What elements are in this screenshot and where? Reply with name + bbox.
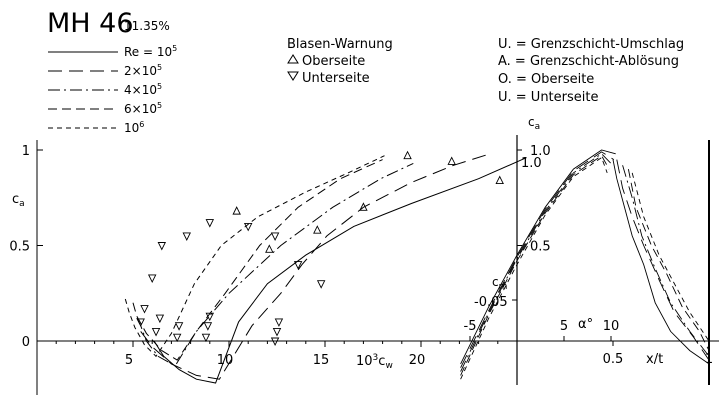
marker-up [403,150,412,160]
legend-label: 4×105 [124,82,162,97]
polar-x-tick-label: 10 [217,353,234,368]
marker-down [201,333,211,343]
marker-down [205,219,215,228]
bubble-warning-title: Blasen-Warnung [287,37,393,52]
abbreviation-line: O. = Oberseite [498,72,594,87]
legend: Re = 105 2×105 4×105 6×105 106 [48,44,177,135]
marker-down [140,305,149,314]
alpha-tick-label: -5 [464,319,477,334]
alpha-tick-label: 5 [560,319,568,334]
polar-x-tick-label: 15 [313,353,330,368]
polar-series-line [136,162,414,367]
marker-down [243,222,253,232]
marker-down [270,232,280,241]
polar-series-line [140,153,491,380]
marker-up [359,202,368,211]
transition-x-label: x/t [646,352,663,367]
transition-series-line [612,159,710,365]
marker-up [265,244,274,253]
polar-series-line [153,157,527,384]
lift-series-line [460,156,608,380]
polar-y-tick-label: 1 [22,144,30,159]
marker-down [205,312,215,322]
marker-down [203,322,213,331]
marker-down [136,318,145,327]
lift-y-tick-label: 0.5 [530,240,551,255]
legend-label: 6×105 [124,101,162,116]
legend-label: Re = 105 [124,44,177,59]
polar-x-label: 103cw [356,353,393,371]
lift-series-line [460,153,612,372]
polar-y-tick-label: 0 [22,335,30,350]
marker-down [157,242,167,251]
bubble-warning-upper-label: Oberseite [302,54,365,69]
polar-series-line [124,155,385,358]
marker-down [172,333,182,343]
polar-x-tick-label: 20 [409,353,426,368]
marker-down [270,337,280,347]
transition-series-line [631,172,710,342]
transition-series-line [627,169,710,351]
marker-up [313,225,322,234]
marker-down [316,280,326,289]
lift-series-line [460,149,616,365]
transition-x-tick-label: 0.5 [603,352,624,367]
transition-series-line [622,165,710,357]
alpha-label: α° [578,317,593,332]
marker-up [232,206,241,215]
bubble-warning: Blasen-Warnung Oberseite Unterseite [287,37,393,86]
lift-y-tick-label: 1.0 [530,144,551,159]
marker-down [272,328,282,337]
alpha-tick-label: 10 [603,319,620,334]
lift-y-label: ca [528,115,540,132]
marker-up-icon [287,54,299,64]
marker-down [293,261,303,270]
marker-down [151,328,161,337]
marker-down [147,274,157,283]
lift-series-line [460,151,615,368]
marker-down-icon [287,71,299,81]
marker-down [274,318,284,327]
abbreviation-line: U. = Unterseite [498,90,598,105]
abbreviation-line: U. = Grenzschicht-Umschlag [498,37,684,52]
chart-title: MH 46 [47,8,134,39]
marker-down [155,314,165,324]
chart-subtitle: 11.35% [124,19,170,33]
legend-label: 106 [124,120,144,135]
lift-series-line [460,155,610,376]
bubble-warning-lower-label: Unterseite [302,71,370,86]
abbreviations: U. = Grenzschicht-Umschlag A. = Grenzsch… [498,37,684,105]
abbreviation-line: A. = Grenzschicht-Ablösung [498,54,679,69]
polar-y-tick-label: 0.5 [9,240,30,255]
polar-y-label: ca [12,192,25,209]
transition-y-tick-label: 1.0 [521,156,542,171]
polar-x-tick-label: 5 [125,353,133,368]
marker-down [174,322,184,331]
marker-up [447,156,456,165]
marker-down [182,232,191,241]
polar-series-line [132,159,383,361]
marker-up [495,175,504,185]
transition-series-line [616,159,710,361]
legend-label: 2×105 [124,63,162,78]
